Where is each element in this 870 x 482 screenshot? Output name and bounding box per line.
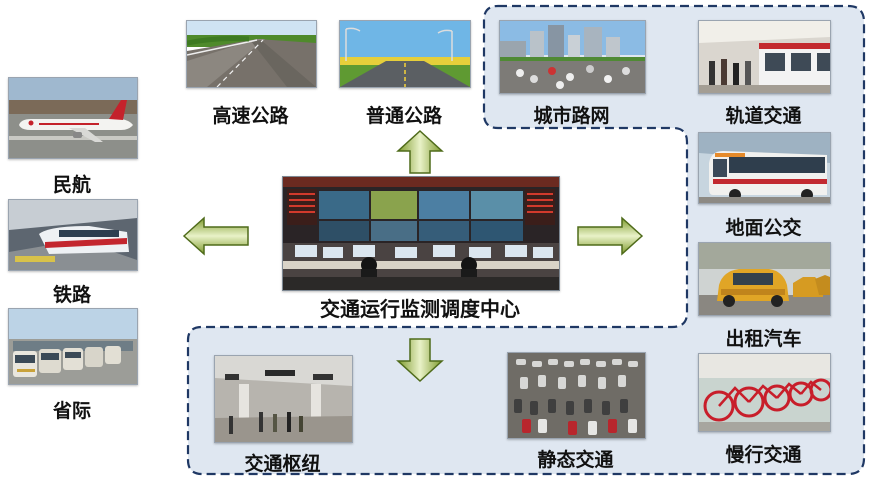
arrow-right-icon	[576, 216, 644, 256]
arrow-left-icon	[182, 216, 250, 256]
left-label-minhang: 民航	[8, 170, 136, 197]
left-label-shengji: 省际	[8, 396, 136, 423]
center-title: 交通运行监测调度中心	[282, 293, 558, 322]
urban-label-guidao: 轨道交通	[698, 101, 829, 128]
metro-icon	[698, 20, 831, 94]
arrow-up-icon	[396, 129, 444, 175]
urban-label-dimian: 地面公交	[698, 213, 829, 240]
taxi-icon	[698, 242, 831, 316]
top-label-putong: 普通公路	[339, 101, 469, 128]
bicycle-icon	[698, 353, 831, 432]
bus-icon	[698, 132, 831, 204]
urban-label-shuniu: 交通枢纽	[214, 449, 351, 476]
hub-icon	[214, 355, 353, 443]
urban-label-chengshi: 城市路网	[499, 101, 644, 128]
city-road-icon	[499, 20, 646, 94]
coach-bus-icon	[8, 308, 138, 385]
urban-label-jingtai: 静态交通	[507, 445, 644, 472]
expressway-icon	[186, 20, 317, 88]
highway-icon	[339, 20, 471, 88]
parking-icon	[507, 352, 646, 439]
left-label-tielu: 铁路	[8, 280, 136, 307]
airplane-icon	[8, 77, 138, 159]
control-center-icon	[282, 176, 560, 291]
urban-label-chuzu: 出租汽车	[698, 324, 829, 351]
arrow-down-icon	[396, 337, 444, 383]
top-label-gaosu: 高速公路	[186, 101, 315, 128]
train-icon	[8, 199, 138, 271]
urban-label-manxing: 慢行交通	[698, 440, 829, 467]
